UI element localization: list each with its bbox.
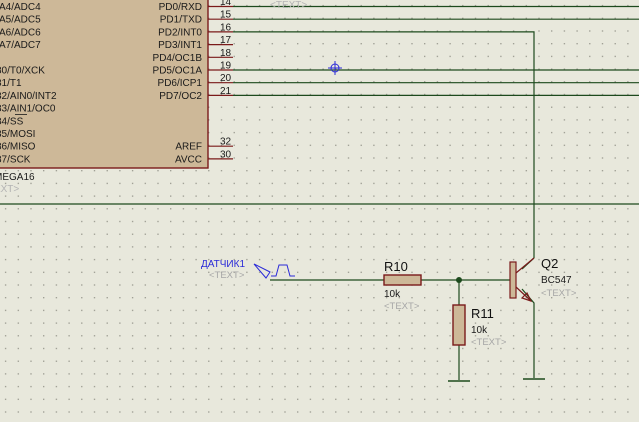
- ic-name-label: MEGA16: [0, 172, 35, 183]
- ic-pin-label-left: 34/SS: [0, 116, 24, 127]
- ic-pin-label-left: 37/SCK: [0, 154, 31, 165]
- pin-number: 18: [220, 48, 232, 59]
- pulse-icon: [271, 264, 295, 277]
- ic-pin-label-right: PD5/OC1A: [153, 66, 203, 77]
- ic-pin-label-left: 33/AIN1/OC0: [0, 104, 56, 115]
- pin-number: 15: [220, 10, 232, 21]
- wires[interactable]: [0, 5, 639, 381]
- ic-pin-label-right: PD7/OC2: [159, 91, 202, 102]
- pin-number: 17: [220, 35, 232, 46]
- sensor-ref-label: ДАТЧИК1: [201, 259, 245, 270]
- ic-pin-label-left: 30/T0/XCK: [0, 66, 45, 77]
- ic-pin-label-left: 31/T1: [0, 78, 22, 89]
- probe-icon[interactable]: [253, 263, 271, 279]
- resistor-r10[interactable]: R10 10k <TEXT>: [383, 259, 422, 312]
- pin-number: 19: [220, 61, 232, 72]
- ic-pin-label-right: PD2/INT0: [158, 27, 202, 38]
- pin-number: 32: [220, 137, 232, 148]
- wire-label-placeholder: <TEXT>: [270, 0, 307, 11]
- emitter-arrow-icon: [520, 291, 533, 303]
- r11-body[interactable]: [452, 304, 466, 346]
- r11-text-placeholder: <TEXT>: [471, 337, 507, 348]
- ic-pin-label-right: PD6/ICP1: [158, 78, 203, 89]
- ic-pin-label-left: 36/MISO: [0, 142, 36, 153]
- q2-base-bar[interactable]: [509, 261, 517, 299]
- ic-pin-label-left: A5/ADC5: [0, 15, 41, 26]
- q2-emitter-lead: [515, 286, 531, 301]
- ic-pin-label-left: A6/ADC6: [0, 27, 41, 38]
- pin-number: 20: [220, 73, 232, 84]
- sensor-datchik1[interactable]: ДАТЧИК1 <TEXT>: [201, 259, 295, 281]
- ic-pin-label-aref: AREF: [175, 142, 202, 153]
- ic-pin-label-avcc: AVCC: [175, 154, 202, 165]
- r11-ref-label: R11: [471, 306, 494, 321]
- pin-number: 16: [220, 22, 232, 33]
- crosshair-marker[interactable]: [328, 61, 342, 75]
- pin-number: 30: [220, 149, 232, 160]
- ic-pin-label-right: PD4/OC1B: [153, 53, 203, 64]
- ic-pin-label-left: A4/ADC4: [0, 2, 41, 13]
- resistor-r11[interactable]: R11 10k <TEXT>: [452, 304, 507, 348]
- q2-ref-label: Q2: [541, 256, 558, 271]
- ic-pin-label-left: A7/ADC7: [0, 40, 41, 51]
- r10-text-placeholder: <TEXT>: [384, 301, 420, 312]
- junction-dot: [456, 277, 462, 283]
- r10-ref-label: R10: [384, 259, 408, 274]
- r11-value-label: 10k: [471, 325, 488, 336]
- microcontroller-mega16[interactable]: A4/ADC4 A5/ADC5 A6/ADC6 A7/ADC7 30/T0/XC…: [0, 0, 233, 195]
- q2-collector-lead: [515, 257, 535, 274]
- transistor-q2[interactable]: Q2 BC547 <TEXT>: [509, 256, 577, 303]
- ic-right-pin-labels: PD0/RXD PD1/TXD PD2/INT0 PD3/INT1 PD4/OC…: [153, 2, 203, 165]
- r10-value-label: 10k: [384, 289, 401, 300]
- pin-number: 21: [220, 86, 232, 97]
- ic-pin-label-right: PD3/INT1: [158, 40, 202, 51]
- r10-body[interactable]: [383, 274, 422, 286]
- ic-pin-label-right: PD0/RXD: [159, 2, 202, 13]
- wire-pd2-to-q2[interactable]: [233, 31, 535, 258]
- sensor-text-placeholder: <TEXT>: [209, 270, 245, 281]
- ic-pin-label-right: PD1/TXD: [160, 15, 202, 26]
- pin-number: 14: [220, 0, 232, 8]
- ic-text-placeholder: <TEXT>: [0, 184, 19, 195]
- ic-pin-numbers: 14 15 16 17 18 19 20 21 32 30: [220, 0, 232, 160]
- ic-pin-label-left: 32/AIN0/INT2: [0, 91, 57, 102]
- q2-text-placeholder: <TEXT>: [541, 288, 577, 299]
- ic-pin-label-left: 35/MOSI: [0, 129, 35, 140]
- ic-right-pin-stubs[interactable]: [208, 5, 233, 160]
- ic-body[interactable]: [0, 0, 209, 169]
- q2-value-label: BC547: [541, 275, 572, 286]
- ic-left-pin-labels: A4/ADC4 A5/ADC5 A6/ADC6 A7/ADC7 30/T0/XC…: [0, 2, 57, 165]
